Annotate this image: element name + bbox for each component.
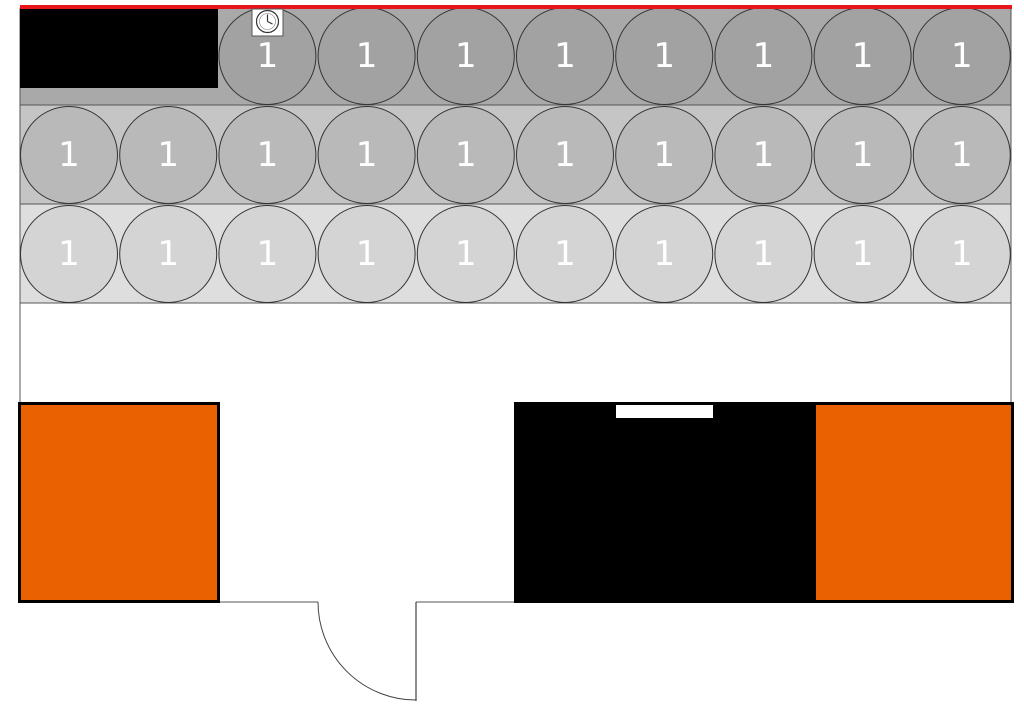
seat-circle (317, 205, 416, 303)
seat: 1 (615, 106, 714, 204)
seat: 1 (20, 205, 118, 303)
seat-number: 1 (455, 36, 477, 76)
seat-circle (615, 106, 714, 204)
seat-number: 1 (753, 234, 775, 274)
orange-block-right (813, 402, 1014, 603)
seat: 1 (416, 106, 515, 204)
seat: 1 (119, 205, 218, 303)
seat: 1 (218, 7, 317, 105)
seat-number: 1 (753, 135, 775, 175)
seat-circle (218, 106, 317, 204)
seat-number: 1 (356, 36, 378, 76)
seat-number: 1 (554, 36, 576, 76)
seat-number: 1 (455, 135, 477, 175)
seat-number: 1 (58, 234, 80, 274)
seat: 1 (714, 106, 813, 204)
seat-number: 1 (257, 234, 279, 274)
seat-circle (516, 205, 614, 303)
seat: 1 (813, 106, 912, 204)
seat-circle (813, 205, 912, 303)
seat-group-front: 1 1 1 1 1 1 1 1 1 1 (20, 205, 1011, 303)
seat-number: 1 (951, 135, 973, 175)
seat: 1 (317, 7, 416, 105)
seat: 1 (218, 205, 317, 303)
seat: 1 (615, 205, 714, 303)
seat-circle (119, 205, 218, 303)
seat-number: 1 (257, 135, 279, 175)
seat-number: 1 (852, 36, 874, 76)
dark-block-top-left (20, 8, 218, 88)
seat: 1 (912, 7, 1011, 105)
seat-circle (714, 106, 813, 204)
seat-circle (912, 106, 1011, 204)
seat-number: 1 (257, 36, 279, 76)
seat-circle (714, 205, 813, 303)
door-swing-arc (317, 601, 417, 701)
seat: 1 (317, 205, 416, 303)
seat: 1 (516, 7, 614, 105)
seat-circle (516, 106, 614, 204)
door (317, 601, 417, 701)
seat: 1 (218, 106, 317, 204)
seat-number: 1 (58, 135, 80, 175)
seat-number: 1 (455, 234, 477, 274)
white-slot (616, 405, 713, 418)
seat: 1 (20, 106, 118, 204)
seat: 1 (317, 106, 416, 204)
seat-number: 1 (653, 135, 675, 175)
seat-circle (416, 205, 515, 303)
seat-number: 1 (356, 234, 378, 274)
seat: 1 (615, 7, 714, 105)
seat-number: 1 (554, 135, 576, 175)
seat-number: 1 (554, 234, 576, 274)
seat: 1 (516, 106, 614, 204)
seat: 1 (813, 205, 912, 303)
seat: 1 (516, 205, 614, 303)
seat-number: 1 (653, 36, 675, 76)
seat-number: 1 (157, 234, 179, 274)
seat-circle (218, 205, 317, 303)
seat: 1 (416, 7, 515, 105)
seat-circle (416, 106, 515, 204)
seat-number: 1 (356, 135, 378, 175)
seat: 1 (714, 7, 813, 105)
seat: 1 (119, 106, 218, 204)
seat-number: 1 (951, 234, 973, 274)
seat-number: 1 (852, 234, 874, 274)
seat-number: 1 (157, 135, 179, 175)
seat-circle (813, 106, 912, 204)
seat: 1 (813, 7, 912, 105)
seat: 1 (912, 106, 1011, 204)
seat-number: 1 (951, 36, 973, 76)
clock-icon (251, 8, 284, 37)
seat-number: 1 (653, 234, 675, 274)
seat: 1 (416, 205, 515, 303)
seat-circle (912, 205, 1011, 303)
seat: 1 (714, 205, 813, 303)
seat-group-back: 1 1 1 1 1 1 1 1 (218, 7, 1011, 105)
seat-circle (20, 106, 118, 204)
dark-counter (514, 402, 814, 603)
seat-number: 1 (852, 135, 874, 175)
seat-circle (20, 205, 118, 303)
seat-circle (119, 106, 218, 204)
orange-block-left (18, 402, 220, 603)
seat: 1 (912, 205, 1011, 303)
seat-number: 1 (753, 36, 775, 76)
seat-circle (615, 205, 714, 303)
seat-group-middle: 1 1 1 1 1 1 1 1 1 1 (20, 106, 1011, 204)
seat-circle (317, 106, 416, 204)
